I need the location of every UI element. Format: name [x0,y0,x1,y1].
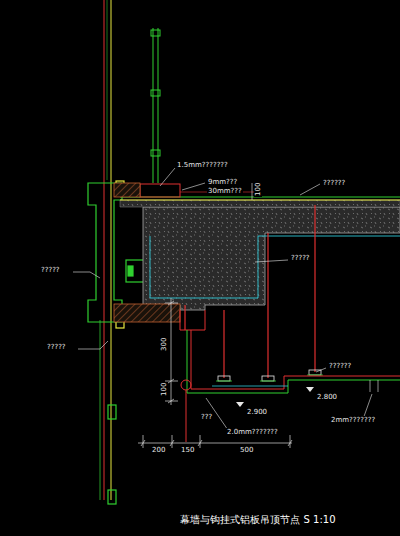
aluminium-panel [212,386,288,387]
aluminium-panel [191,330,400,389]
aluminium-panel [186,390,187,442]
leader-lines [78,341,108,349]
aluminium-panel [181,330,400,442]
note-label: 1.5mm??????? [176,161,229,169]
dimension-lines [168,301,174,403]
ceiling-hangers [185,205,315,378]
dimension-lines [138,443,292,444]
fire-insulation [114,183,140,197]
elevation-marks [236,387,314,407]
dimension-text: 150 [180,446,195,454]
leader-lines [316,368,326,372]
ceiling-hangers [314,205,315,372]
dimension-lines [165,401,178,402]
elevation-marks [306,387,314,392]
aluminium-panel [187,330,400,393]
glass-railing [151,28,160,183]
mullion-profile [128,266,133,276]
floor-finish [120,200,400,201]
dimension-lines [143,435,144,448]
curtain-wall-lines [104,0,105,500]
note-label: ?????? [322,179,346,187]
dimension-lines [200,435,201,448]
dimension-lines [138,298,292,448]
hanger-clips [218,376,230,381]
concrete-slab [120,200,400,207]
glass-railing [158,28,159,183]
dimension-text: 100 [160,382,168,397]
dimension-lines [165,303,178,304]
note-label: 30mm??? [207,187,243,195]
note-label: 2.0mm??????? [226,428,279,436]
glass-railing [151,30,160,36]
fire-insulation [114,304,180,322]
leader-lines [182,183,205,190]
glass-railing [151,150,160,156]
curtain-wall-lines [100,0,111,500]
note-label: ????? [40,266,61,274]
ceiling-hangers [267,233,268,378]
leader-lines [160,168,175,186]
curtain-wall-lines [100,320,101,500]
note-label: ????? [46,343,67,351]
fire-insulation [180,310,205,330]
dimension-lines [171,298,172,405]
leader-lines [255,260,288,262]
dimension-lines [172,435,173,448]
elevation-marks [236,402,244,407]
hanger-clips [262,376,274,381]
note-label: 2mm??????? [330,416,376,424]
ceiling-hangers [223,310,224,378]
glass-railing [153,28,154,183]
aluminium-panel [370,380,378,392]
dimension-text: 500 [239,446,254,454]
concrete-slab [143,207,400,310]
concrete-slab [120,200,400,310]
elevation-text: 2.900 [246,408,268,416]
leader-lines [300,184,320,195]
curtain-wall-lines [107,0,108,180]
concrete-slab [150,236,400,298]
mullion-profile [88,183,122,322]
glass-railing [151,90,160,96]
dimension-text: 200 [151,446,166,454]
drawing-caption: 幕墙与钩挂式铝板吊顶节点 S 1:10 [178,514,337,526]
note-label: 9mm??? [207,178,238,186]
leader-lines [73,272,100,278]
leader-lines [73,168,372,433]
mullion-profile [108,405,116,419]
note-label: ?????? [328,362,352,370]
dimension-lines [290,435,291,448]
elevation-text: 2.800 [316,393,338,401]
note-label: ??? [200,413,213,421]
dimension-text: 300 [160,337,168,352]
floor-finish [252,183,253,200]
mullion-profile [108,490,116,504]
ceiling-hangers [184,305,185,330]
dimension-text: 100 [254,182,262,197]
curtain-wall-lines [111,0,112,500]
note-label: ????? [290,254,311,262]
fire-insulation [114,183,205,330]
aluminium-panel [181,380,191,390]
